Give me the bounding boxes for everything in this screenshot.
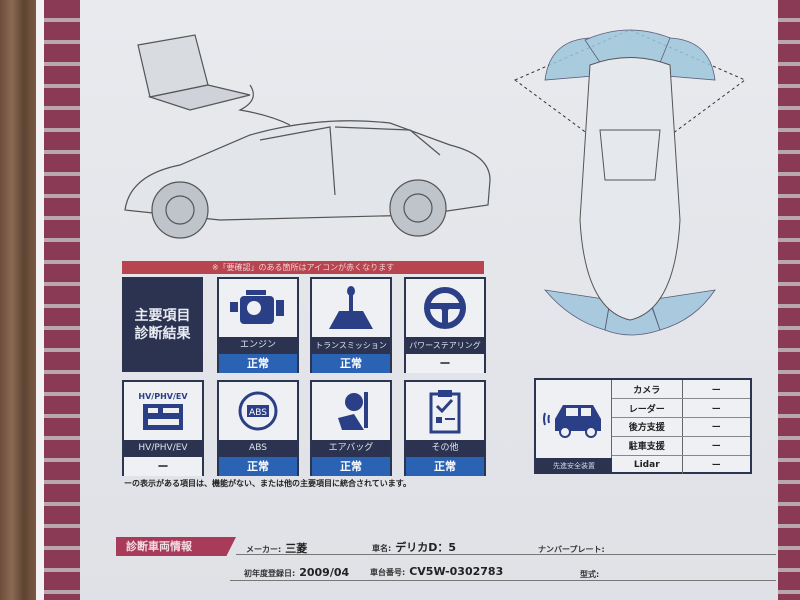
table-row: カメラー <box>612 380 750 400</box>
safety-value: ー <box>682 380 750 400</box>
registration-field: 初年度登録日:2009/04 <box>244 566 349 579</box>
car-name-field: 車名:デリカD：5 <box>372 539 456 555</box>
svg-text:ABS: ABS <box>249 408 267 418</box>
item-label: エアバッグ <box>312 440 390 457</box>
reg-label: 初年度登録日: <box>244 569 296 578</box>
footnote: ーの表示がある項目は、機能がない、または他の主要項目に統合されています。 <box>124 479 411 488</box>
top-view-car-sensors <box>514 29 746 336</box>
divider <box>236 554 776 555</box>
safety-value: ー <box>682 417 750 437</box>
car-sensor-icon <box>536 380 612 458</box>
item-airbag: エアバッグ 正常 <box>310 380 392 476</box>
maker-field: メーカー:三菱 <box>246 540 307 556</box>
item-label: トランスミッション <box>312 337 390 354</box>
item-label: パワーステアリング <box>406 337 484 354</box>
heading-line1: 主要項目 <box>134 307 191 324</box>
gear-shift-icon <box>312 279 390 337</box>
diagnosis-heading: 主要項目診断結果 <box>122 277 203 372</box>
safety-name: Lidar <box>612 455 683 474</box>
safety-value: ー <box>682 436 750 456</box>
item-hv: HV/PHV/EV HV/PHV/EV ー <box>122 380 204 476</box>
table-row: Lidar ー <box>612 455 750 474</box>
name-value: デリカD：5 <box>395 541 456 554</box>
item-label: その他 <box>406 440 484 457</box>
chassis-field: 車台番号:CV5W-0302783 <box>370 565 503 578</box>
name-label: 車名: <box>372 544 392 553</box>
item-engine: エンジン 正常 <box>217 277 299 373</box>
wood-background <box>0 0 36 600</box>
safety-name: レーダー <box>612 398 683 419</box>
item-status: 正常 <box>312 457 390 476</box>
item-status: 正常 <box>219 457 297 476</box>
divider <box>230 580 776 581</box>
reg-value: 2009/04 <box>299 566 350 579</box>
maker-label: メーカー: <box>246 545 282 554</box>
laptop-car-illustration <box>124 34 491 239</box>
item-other: その他 正常 <box>404 380 486 476</box>
model-label: 型式: <box>580 570 600 579</box>
safety-name: 駐車支援 <box>612 436 683 456</box>
airbag-icon <box>312 382 390 440</box>
item-status: ー <box>124 457 202 476</box>
table-row: 後方支援ー <box>612 417 750 437</box>
maker-value: 三菱 <box>285 542 308 555</box>
steering-wheel-icon <box>406 279 484 337</box>
abs-icon: ABS <box>219 382 297 440</box>
safety-name: カメラ <box>612 380 683 400</box>
item-status: ー <box>406 354 484 373</box>
table-row: 駐車支援ー <box>612 436 750 456</box>
frame-left <box>36 0 80 600</box>
safety-name: 後方支援 <box>612 417 683 437</box>
table-row: レーダーー <box>612 398 750 419</box>
engine-icon <box>219 279 297 337</box>
chassis-label: 車台番号: <box>370 568 406 577</box>
clipboard-icon <box>406 382 484 440</box>
item-label: エンジン <box>219 337 297 354</box>
item-transmission: トランスミッション 正常 <box>310 277 392 373</box>
item-status: 正常 <box>312 354 390 373</box>
plate-label: ナンバープレート: <box>538 545 605 554</box>
item-label: ABS <box>219 440 297 457</box>
safety-value: ー <box>682 398 750 419</box>
item-abs: ABS ABS 正常 <box>217 380 299 476</box>
item-power-steering: パワーステアリング ー <box>404 277 486 373</box>
plate-field: ナンバープレート: <box>538 542 609 555</box>
safety-caption: 先進安全装置 <box>536 458 612 474</box>
battery-icon: HV/PHV/EV <box>124 382 202 440</box>
frame-right <box>778 0 800 600</box>
item-label: HV/PHV/EV <box>124 440 202 457</box>
item-status: 正常 <box>406 457 484 476</box>
item-title: HV/PHV/EV <box>138 391 188 401</box>
vehicle-info-tag: 診断車両情報 <box>116 537 236 556</box>
safety-value: ー <box>711 461 721 472</box>
notice-banner: ※「要確認」のある箇所はアイコンが赤くなります <box>122 261 484 274</box>
heading-line2: 診断結果 <box>134 325 191 342</box>
chassis-value: CV5W-0302783 <box>409 565 504 578</box>
model-field: 型式: <box>580 567 603 580</box>
item-status: 正常 <box>219 354 297 373</box>
